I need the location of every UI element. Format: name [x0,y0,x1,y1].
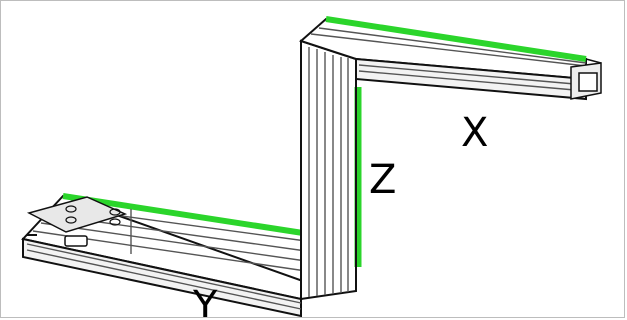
y-axis-label: Y [192,283,218,318]
connector-slot [578,72,598,92]
x-segment-rails [310,27,587,92]
x-segment-front-face [355,57,587,101]
x-segment [299,16,602,101]
connector-slot [64,235,88,247]
x-axis-label: X [461,110,488,156]
bolt-icon [65,205,121,226]
y-segment [21,193,335,317]
z-segment-rails [308,47,349,297]
y-segment-green-edge [62,193,304,236]
y-end-connector [26,196,128,247]
z-axis-label: Z [369,157,396,203]
x-end-connector [570,58,602,100]
z-segment [300,39,362,301]
x-segment-green-edge [325,16,587,62]
